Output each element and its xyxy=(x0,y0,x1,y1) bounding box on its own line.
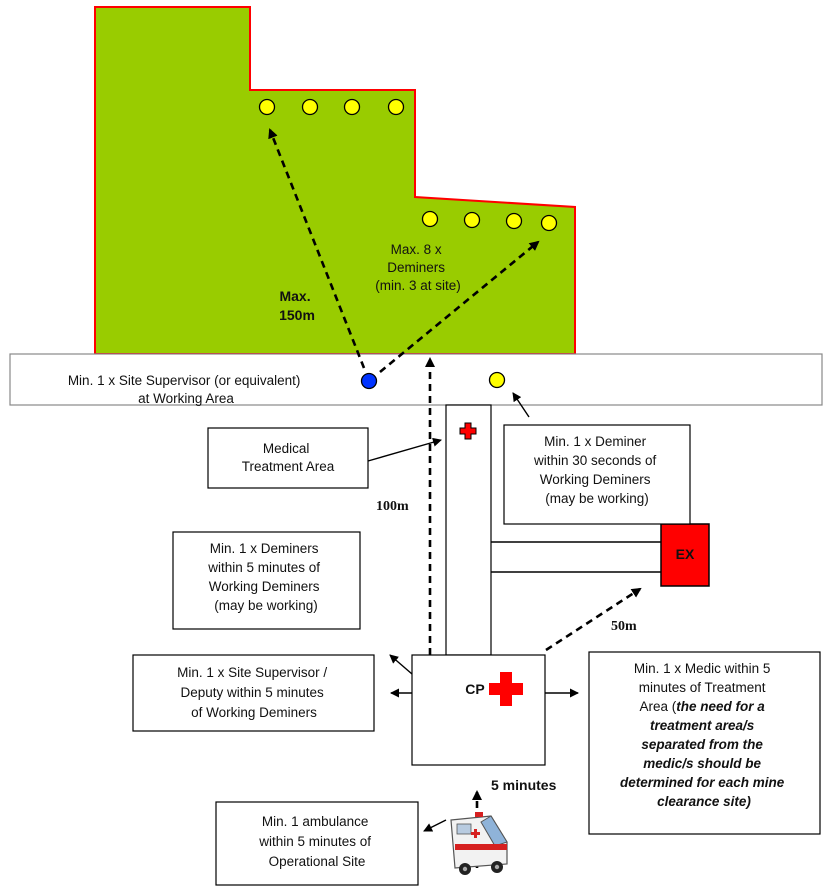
medic-label: Min. 1 x Medic within 5 minutes of Treat… xyxy=(620,661,788,809)
ex-label: EX xyxy=(676,546,695,562)
deminer-30s-label: Min. 1 x Deminer within 30 seconds of Wo… xyxy=(533,434,660,506)
deminer-dot xyxy=(505,212,523,230)
medic-box xyxy=(588,651,821,835)
deminer-spread-arrow xyxy=(379,240,540,374)
100m-label: 100m xyxy=(376,499,409,514)
deminer-dot xyxy=(301,98,319,116)
medical-treatment-label: Medical Treatment Area xyxy=(242,441,335,474)
supervisor-dot xyxy=(360,372,378,390)
cp-label: CP xyxy=(465,681,484,697)
deminer-dot xyxy=(488,371,506,389)
deminer-dots xyxy=(258,98,558,674)
ambulance-pointer xyxy=(423,819,447,832)
deminer-dot xyxy=(387,98,405,116)
deminers-5min-box xyxy=(172,531,361,630)
5-minutes-label: 5 minutes xyxy=(491,777,557,793)
supervisor-deputy-label: Min. 1 x Site Supervisor / Deputy within… xyxy=(177,665,331,720)
ambulance-label: Min. 1 ambulance within 5 minutes of Ope… xyxy=(258,814,375,869)
explosives-store xyxy=(660,523,710,587)
max-deminers-label: Max. 8 x Deminers (min. 3 at site) xyxy=(375,242,461,293)
deminer-dot xyxy=(421,210,439,228)
deminer-30s-box xyxy=(503,424,691,525)
working-area-strip xyxy=(9,353,823,406)
deminer-dot xyxy=(540,214,558,232)
medical-pointer xyxy=(367,437,442,462)
access-lane xyxy=(445,404,492,656)
max-distance-arrow xyxy=(268,128,366,369)
deminers-5min-pointer xyxy=(389,654,413,675)
50m-label: 50m xyxy=(611,619,637,634)
deminers-5min-label: Min. 1 x Deminers within 5 minutes of Wo… xyxy=(207,541,324,613)
red-cross-icon xyxy=(489,672,523,706)
red-cross-icon xyxy=(459,422,477,440)
deminer-dot xyxy=(463,211,481,229)
ambulance-box xyxy=(215,801,419,886)
max-distance-label: Max. 150m xyxy=(279,288,315,323)
working-area xyxy=(94,6,576,355)
supervisor-deputy-box xyxy=(132,654,375,732)
ambulance-icon xyxy=(450,812,508,875)
50m-arrow xyxy=(545,587,642,652)
deminer-dot xyxy=(343,98,361,116)
site-supervisor-working-label: Min. 1 x Site Supervisor (or equivalent)… xyxy=(68,373,304,406)
command-post xyxy=(411,654,546,766)
deminer-dot xyxy=(258,98,276,116)
medical-treatment-box xyxy=(207,427,369,489)
deminer-30s-pointer xyxy=(512,392,530,418)
